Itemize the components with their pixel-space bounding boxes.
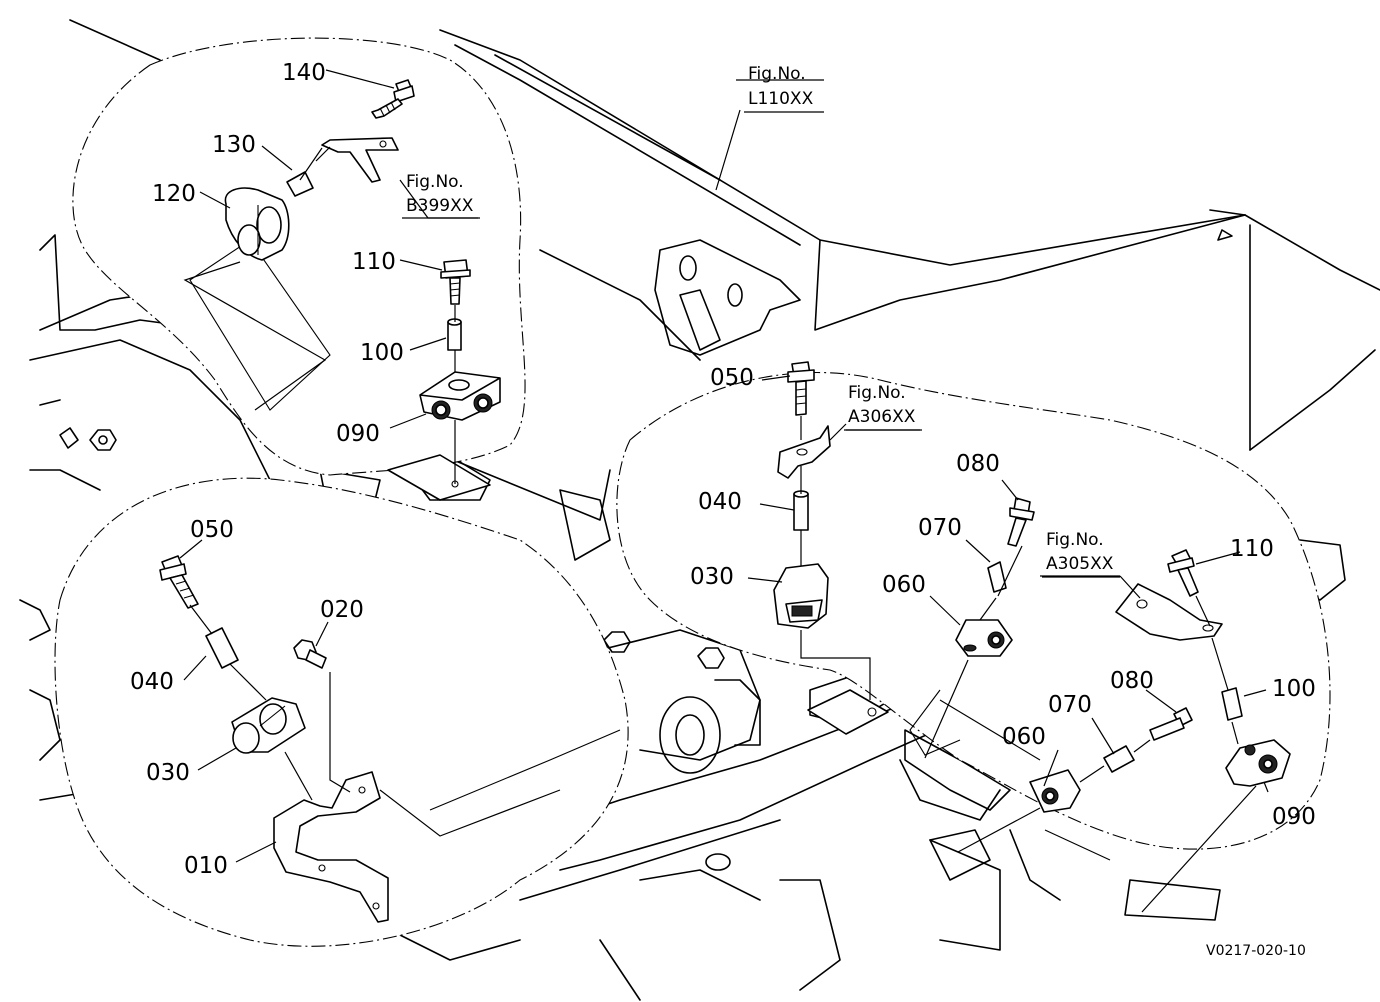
part-label-020: 020 [320, 597, 364, 623]
part-label-100: 100 [360, 340, 404, 366]
collar-040-left-icon [205, 627, 239, 669]
part-label-030-left: 030 [146, 760, 190, 786]
bolt-080-lower-icon [1149, 707, 1193, 741]
part-label-060-upper: 060 [882, 572, 926, 598]
part-label-050-mid: 050 [710, 365, 754, 391]
part-label-110: 110 [352, 249, 396, 275]
clamp-060-lower-icon [1029, 769, 1081, 813]
bolt-050-mid-icon [787, 361, 815, 416]
clamp-090-top-icon [419, 371, 501, 421]
part-label-060-lower: 060 [1002, 724, 1046, 750]
part-label-070-upper: 070 [918, 515, 962, 541]
clamp-090-right-icon [1225, 739, 1291, 787]
bolt-020-left-icon [293, 639, 327, 669]
mount-plate-mid-icon [807, 689, 889, 735]
part-label-050-left: 050 [190, 517, 234, 543]
fig-ref-a306: Fig.No. A306XX [844, 383, 922, 431]
fig-ref-a305: Fig.No. A305XX [1042, 530, 1120, 578]
bolt-050-left-icon [159, 555, 199, 609]
part-label-130: 130 [212, 132, 256, 158]
callout-bubble-middle [616, 371, 1331, 850]
bolt-110-top-icon [440, 259, 471, 305]
leader-lines [179, 69, 1269, 913]
fig-ref-a305-line2: A305XX [1046, 554, 1114, 574]
fig-ref-b399-line1: Fig.No. [406, 172, 464, 192]
part-label-080-lower: 080 [1110, 668, 1154, 694]
fig-ref-b399: Fig.No. B399XX [402, 172, 480, 219]
drawing-code: V0217-020-10 [1206, 943, 1306, 959]
bracket-010-left-icon [273, 771, 389, 923]
part-label-040-mid: 040 [698, 489, 742, 515]
part-label-010: 010 [184, 853, 228, 879]
collar-130-icon [286, 171, 314, 197]
collar-100-top-icon [447, 318, 462, 351]
part-label-070-lower: 070 [1048, 692, 1092, 718]
clamp-030-left-icon [231, 697, 306, 754]
part-label-110-right: 110 [1230, 536, 1274, 562]
collar-100-right-icon [1221, 687, 1243, 721]
collar-070-upper-icon [987, 561, 1007, 593]
part-label-040-left: 040 [130, 669, 174, 695]
bolt-110-right-icon [1167, 549, 1199, 597]
clamp-030-mid-icon [773, 563, 829, 629]
fig-ref-b399-line2: B399XX [406, 196, 474, 216]
fig-ref-l110: Fig.No. L110XX [744, 64, 824, 113]
part-label-080-upper: 080 [956, 451, 1000, 477]
callout-bubble-left [54, 477, 629, 947]
clamp-060-upper-icon [955, 619, 1013, 657]
fig-ref-a306-line1: Fig.No. [848, 383, 906, 403]
part-label-120: 120 [152, 181, 196, 207]
bolt-080-upper-icon [1007, 497, 1035, 547]
part-label-100-right: 100 [1272, 676, 1316, 702]
clamp-120-icon [224, 187, 290, 261]
part-label-090-right: 090 [1272, 804, 1316, 830]
fig-ref-a306-line2: A306XX [848, 407, 916, 427]
bracket-plate-b399-icon [321, 137, 399, 183]
collar-070-lower-icon [1103, 745, 1135, 773]
part-number-labels: 140 130 120 110 100 090 050 020 040 030 … [130, 60, 1316, 879]
bracket-plate-a306-icon [777, 425, 831, 479]
bracket-plate-a305-icon [1115, 583, 1223, 641]
part-label-140: 140 [282, 60, 326, 86]
collar-040-mid-icon [793, 490, 809, 531]
fig-ref-l110-line1: Fig.No. [748, 64, 806, 84]
part-label-030-mid: 030 [690, 564, 734, 590]
fig-ref-l110-line2: L110XX [748, 89, 814, 109]
bubble-interior-linework [189, 239, 1111, 861]
part-label-090: 090 [336, 421, 380, 447]
bolt-140-icon [371, 79, 415, 119]
fig-ref-a305-line1: Fig.No. [1046, 530, 1104, 550]
